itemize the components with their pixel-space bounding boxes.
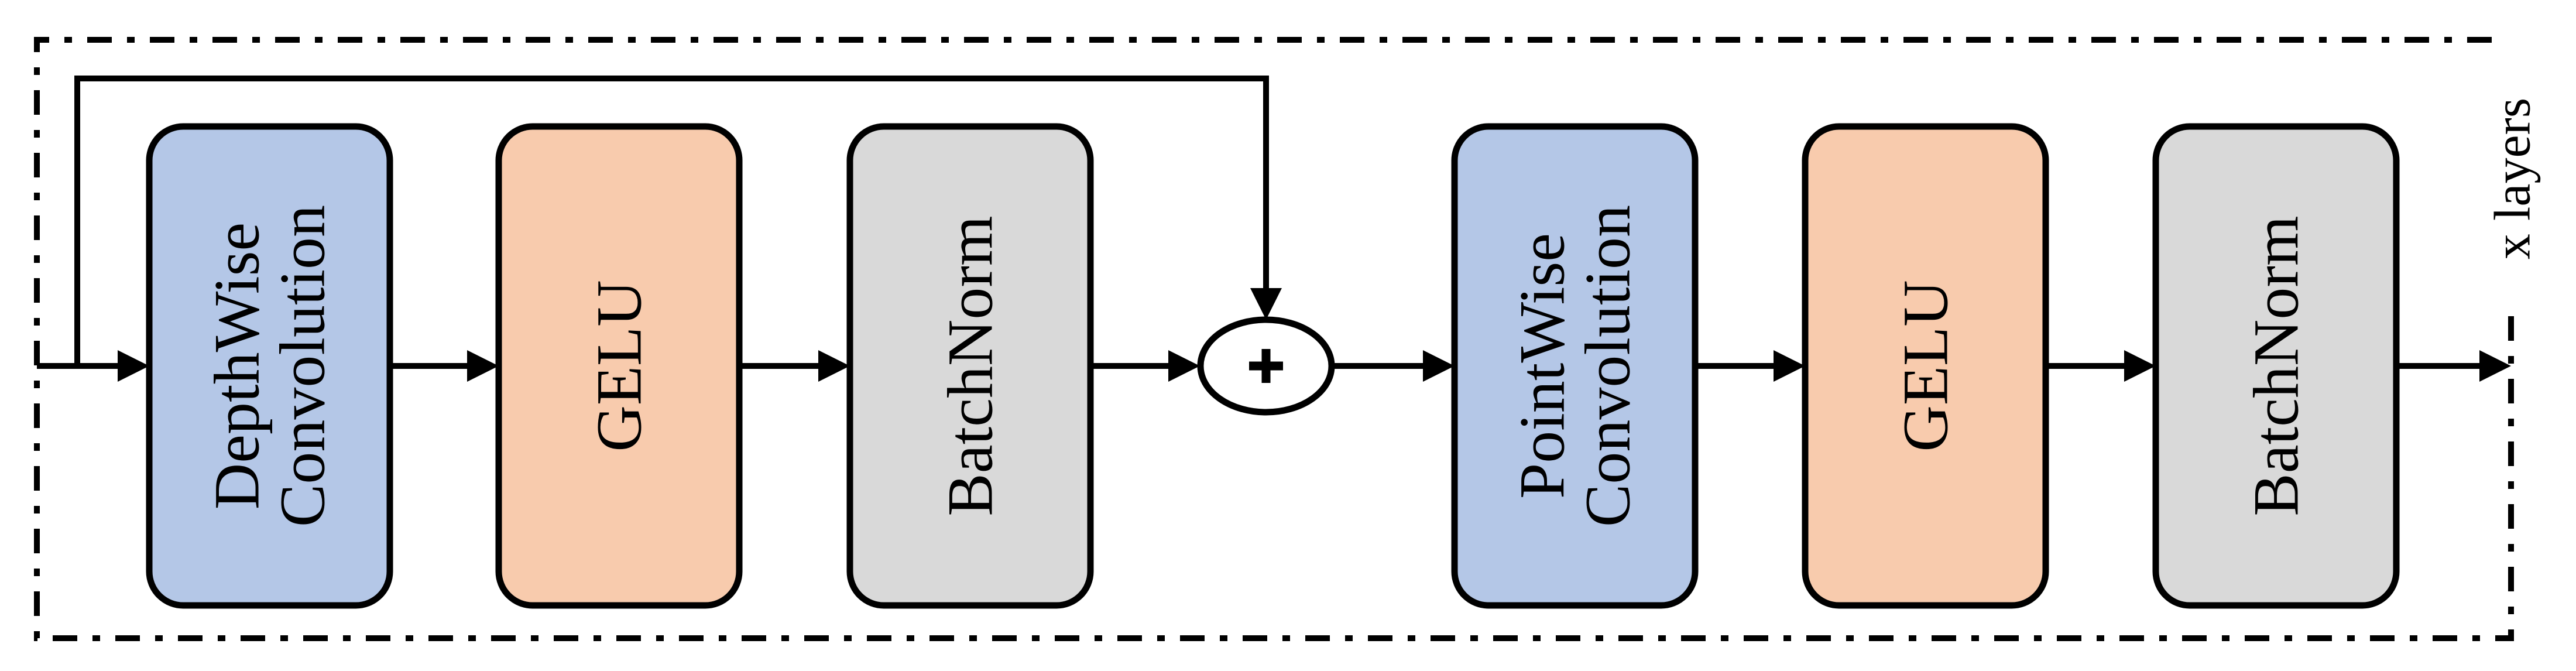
repeat-count-label: x layers	[2485, 98, 2541, 259]
connector-arrowhead-icon	[818, 350, 850, 382]
skip-connection-line	[74, 76, 1269, 366]
connector-arrowhead-icon	[1774, 350, 1805, 382]
block-label: BatchNorm	[2241, 215, 2312, 516]
block-gelu-2	[1802, 123, 2049, 609]
output-arrowhead-icon	[2479, 350, 2511, 382]
input-arrowhead-icon	[118, 350, 149, 382]
block-label: DepthWise	[201, 222, 273, 509]
block-batchnorm-1	[846, 123, 1094, 609]
block-label: PointWise	[1507, 233, 1578, 499]
block-batchnorm-2	[2152, 123, 2400, 609]
skip-arrowhead-icon	[1250, 288, 1282, 320]
block-label: Convolution	[1572, 205, 1644, 527]
connector-arrowhead-icon	[1168, 350, 1200, 382]
block-label: BatchNorm	[935, 215, 1006, 516]
plus-icon	[1249, 349, 1283, 383]
connector-arrowhead-icon	[2124, 350, 2156, 382]
block-label: GELU	[584, 280, 655, 451]
block-depthwise-convolution	[146, 123, 393, 609]
connector-arrowhead-icon	[1423, 350, 1455, 382]
block-label: GELU	[1890, 280, 1961, 451]
repeat-region-border	[34, 37, 2514, 641]
block-gelu-1	[495, 123, 743, 609]
block-pointwise-convolution	[1451, 123, 1699, 609]
connector-arrowhead-icon	[467, 350, 499, 382]
block-label: Convolution	[267, 205, 338, 527]
